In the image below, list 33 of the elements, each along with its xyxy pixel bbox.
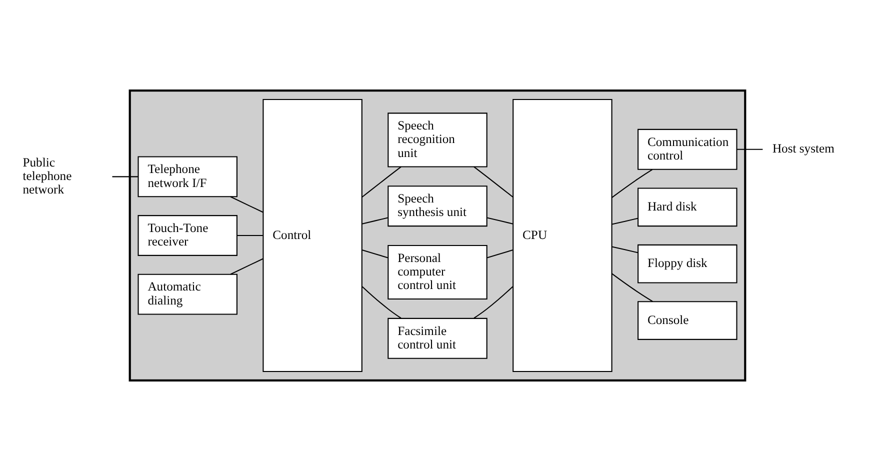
node-box: Hard disk	[638, 188, 738, 227]
cluster	[128, 90, 746, 382]
connector	[112, 176, 138, 178]
connector	[612, 246, 638, 254]
connector	[474, 286, 514, 319]
node-box: Personal computer control unit	[388, 244, 488, 300]
connector	[612, 218, 638, 225]
node-box: Control	[262, 99, 362, 372]
node-text: Host system	[772, 142, 834, 156]
node-box: Speech recognition unit	[388, 112, 488, 168]
connector	[362, 286, 402, 319]
connector	[362, 217, 388, 224]
connector	[230, 258, 264, 275]
node-box: Console	[638, 301, 738, 340]
node-box: Speech synthesis unit	[388, 186, 488, 227]
connector	[486, 250, 513, 258]
node-box: Telephone network I/F	[138, 156, 238, 198]
node-box: Floppy disk	[638, 244, 738, 284]
node-box: Facsimile control unit	[388, 318, 488, 359]
node-box: Touch-Tone receiver	[138, 215, 238, 256]
connector	[230, 196, 264, 213]
node-box: Communication control	[638, 128, 738, 170]
connector	[612, 169, 653, 198]
connector	[486, 217, 513, 224]
node-text: Public telephone network	[22, 155, 72, 197]
connector	[237, 234, 263, 236]
connector	[474, 166, 514, 198]
connector	[362, 166, 402, 198]
connector	[362, 250, 388, 258]
node-box: CPU	[512, 99, 612, 372]
connector	[737, 148, 763, 150]
node-box: Automatic dialing	[138, 274, 238, 315]
connector	[612, 273, 654, 302]
